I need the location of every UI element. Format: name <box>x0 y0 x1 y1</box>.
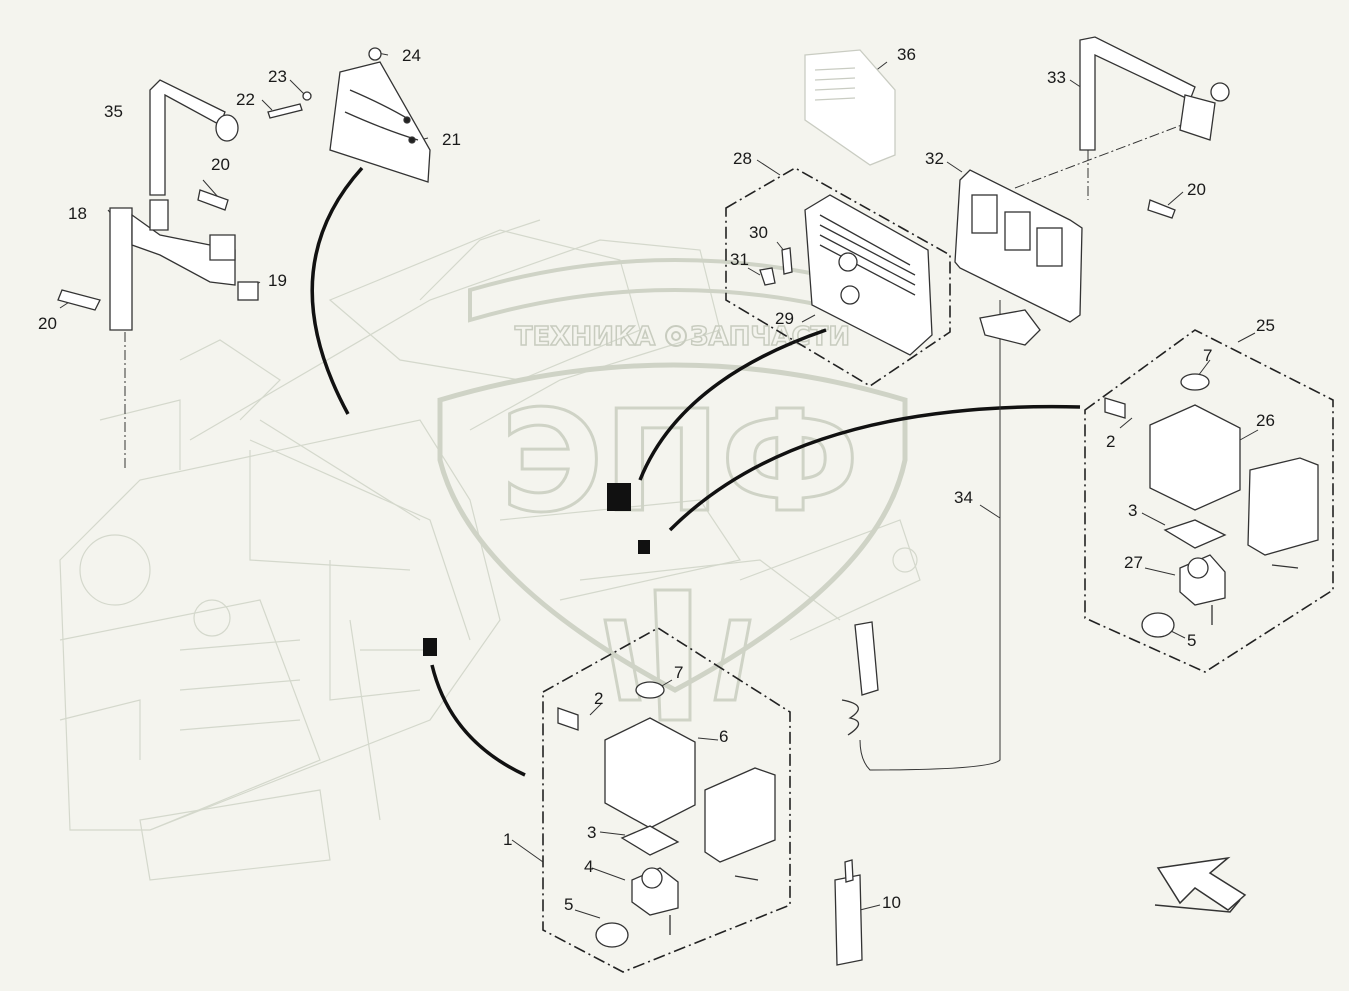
display-unit-29 <box>759 194 933 356</box>
watermark-left-text: ТЕХНИКА <box>515 322 655 352</box>
callout-24: 24 <box>402 46 421 65</box>
callout-34: 34 <box>954 488 973 507</box>
wheat-emblem <box>603 588 752 722</box>
callout-31: 31 <box>730 250 749 269</box>
group-1-parts <box>557 681 776 948</box>
callout-22: 22 <box>236 90 255 109</box>
callout-21: 21 <box>442 130 461 149</box>
callout-20-top: 20 <box>211 155 230 174</box>
callout-4: 4 <box>584 857 593 876</box>
callout-3-bottom: 3 <box>587 823 596 842</box>
cable-and-sensor <box>834 621 879 966</box>
handle-35 <box>149 79 239 196</box>
callout-35: 35 <box>104 102 123 121</box>
handle-33 <box>1079 36 1230 219</box>
callout-32: 32 <box>925 149 944 168</box>
callout-23: 23 <box>268 67 287 86</box>
callout-26: 26 <box>1256 411 1275 430</box>
connector-curves <box>310 166 1081 777</box>
callout-29: 29 <box>775 309 794 328</box>
watermark-right-text: ЗАПЧАСТИ <box>690 322 850 352</box>
callout-7-bottom: 7 <box>674 663 683 682</box>
callout-27: 27 <box>1124 553 1143 572</box>
machine-background <box>59 219 921 881</box>
group-boundaries <box>542 167 1334 973</box>
callout-5-bottom: 5 <box>564 895 573 914</box>
watermark: ТЕХНИКА ЗАПЧАСТИ ЭПФ <box>437 258 908 722</box>
group-25-boundary <box>1084 329 1334 673</box>
module-36 <box>804 49 896 166</box>
watermark-logo-text: ЭПФ <box>501 381 860 544</box>
callout-30: 30 <box>749 223 768 242</box>
callout-25: 25 <box>1256 316 1275 335</box>
group-1-boundary <box>542 627 791 973</box>
direction-arrow-icon <box>1154 856 1247 913</box>
callout-1: 1 <box>503 830 512 849</box>
callout-33: 33 <box>1047 68 1066 87</box>
gear-icon <box>665 325 687 347</box>
control-panel-32 <box>954 169 1083 346</box>
bracket-18 <box>57 189 259 331</box>
callout-5-right: 5 <box>1187 631 1196 650</box>
connector-blocks <box>423 483 650 656</box>
callout-10: 10 <box>882 893 901 912</box>
callout-2-right: 2 <box>1106 432 1115 451</box>
group-25-parts <box>1104 373 1319 638</box>
callout-20-left: 20 <box>38 314 57 333</box>
callout-6: 6 <box>719 727 728 746</box>
callout-18: 18 <box>68 204 87 223</box>
callout-2-bottom: 2 <box>594 689 603 708</box>
callout-28: 28 <box>733 149 752 168</box>
callout-3-right: 3 <box>1128 501 1137 520</box>
callout-36: 36 <box>897 45 916 64</box>
callout-labels: 35 23 24 22 21 20 18 19 20 36 28 30 31 2… <box>38 45 1275 914</box>
callout-19: 19 <box>268 271 287 290</box>
plate-21 <box>267 47 431 183</box>
group-28-boundary <box>725 167 951 387</box>
callout-20-right: 20 <box>1187 180 1206 199</box>
callout-7-right: 7 <box>1203 346 1212 365</box>
